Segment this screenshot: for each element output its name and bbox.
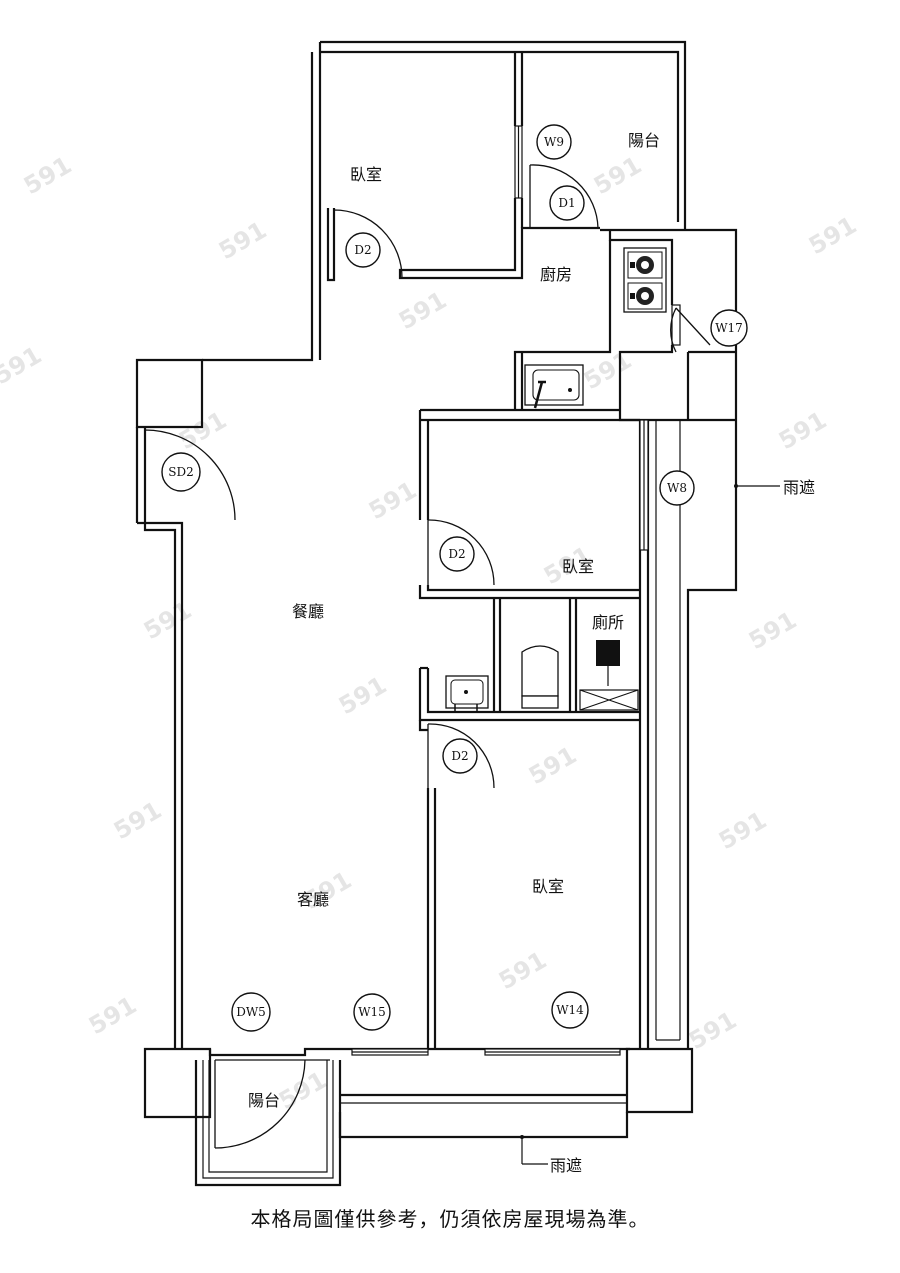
door-dw5 (214, 1059, 330, 1149)
tag-sd2: SD2 (161, 452, 201, 492)
window-w17 (671, 304, 681, 346)
canopy-leaders (520, 484, 780, 1165)
floor-drain-icon (579, 689, 639, 711)
tag-d2-mid: D2 (439, 536, 475, 572)
svg-text:D2: D2 (448, 547, 465, 561)
door-d2-mid (427, 519, 495, 586)
windows (351, 125, 681, 1056)
door-sd2 (144, 429, 236, 521)
door-d2-low (427, 723, 495, 789)
door-d2-top (333, 209, 403, 279)
svg-text:W15: W15 (358, 1005, 386, 1019)
tag-w17: W17 (710, 309, 748, 347)
opening-tags: W9 D1 D2 W17 SD2 W8 D2 D2 (161, 124, 748, 1032)
canopy-label-right: 雨遮 (783, 478, 815, 497)
exterior-walls (135, 40, 694, 1187)
watermark: 591 (774, 406, 831, 455)
tag-w9: W9 (536, 124, 572, 160)
tag-w8: W8 (659, 470, 695, 506)
watermark: 591 (744, 606, 801, 655)
shower-icon (596, 640, 620, 686)
watermark: 591 (684, 1006, 741, 1055)
watermark: 591 (714, 806, 771, 855)
watermark: 591 (274, 1066, 331, 1115)
watermark: 591 (524, 741, 581, 790)
room-label-dining: 餐廳 (292, 602, 324, 621)
tag-d1: D1 (549, 185, 585, 221)
disclaimer-note: 本格局圖僅供參考，仍須依房屋現場為準。 (250, 1207, 650, 1231)
svg-text:DW5: DW5 (236, 1005, 266, 1019)
watermark: 591 (579, 346, 636, 395)
wash-basin-icon (445, 675, 489, 712)
door-w17 (670, 307, 711, 353)
room-label-kitchen: 廚房 (540, 265, 572, 284)
room-label-bedroom-mid: 臥室 (562, 557, 594, 576)
room-label-bedroom-bottom: 臥室 (532, 877, 564, 896)
watermark: 591 (139, 596, 196, 645)
svg-text:W17: W17 (715, 321, 743, 335)
svg-text:W14: W14 (556, 1003, 584, 1017)
tag-d2-top: D2 (345, 232, 381, 268)
watermark: 591 (394, 286, 451, 335)
watermark: 591 (804, 211, 861, 260)
watermark: 591 (494, 946, 551, 995)
tag-d2-low: D2 (442, 738, 478, 774)
svg-text:D1: D1 (558, 196, 575, 210)
kitchen-sink-icon (524, 364, 584, 409)
room-labels: 臥室 陽台 廚房 臥室 廁所 餐廳 客廳 臥室 陽台 雨遮 雨遮 (248, 131, 815, 1175)
room-label-toilet: 廁所 (592, 613, 624, 632)
tag-w14: W14 (551, 991, 589, 1029)
toilet-icon (521, 645, 559, 709)
svg-text:W9: W9 (544, 135, 564, 149)
svg-text:W8: W8 (667, 481, 687, 495)
svg-text:SD2: SD2 (168, 465, 193, 479)
svg-text:D2: D2 (451, 749, 468, 763)
watermark: 591 (334, 671, 391, 720)
room-label-balcony-bottom: 陽台 (248, 1091, 280, 1110)
stove-icon (623, 247, 667, 313)
watermark: 591 (19, 151, 76, 200)
doors (144, 164, 711, 1149)
room-label-bedroom-top: 臥室 (350, 165, 382, 184)
svg-text:D2: D2 (354, 243, 371, 257)
room-label-balcony-top: 陽台 (628, 131, 660, 150)
canopy-label-bottom: 雨遮 (550, 1156, 582, 1175)
tag-w15: W15 (353, 993, 391, 1031)
tag-dw5: DW5 (231, 992, 271, 1032)
door-d1 (529, 164, 599, 229)
interior-walls (326, 52, 640, 1049)
watermark: 591 (364, 476, 421, 525)
watermark: 591 (214, 216, 271, 265)
watermark: 591 (109, 796, 166, 845)
watermarks: 591 591 591 591 591 591 591 591 591 591 … (0, 151, 861, 1115)
fixtures (445, 247, 667, 712)
watermark: 591 (589, 151, 646, 200)
watermark: 591 (0, 341, 46, 390)
room-label-living: 客廳 (297, 890, 329, 909)
watermark: 591 (84, 991, 141, 1040)
right-walls (418, 228, 738, 1049)
